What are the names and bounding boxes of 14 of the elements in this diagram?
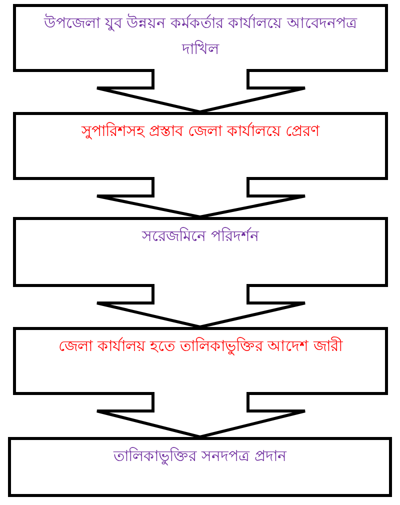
step-text: সুপারিশসহ প্রস্তাব জেলা কার্যালয়ে প্রেরণ — [81, 121, 320, 142]
process-box — [13, 112, 388, 180]
block-arrow — [96, 68, 306, 114]
process-box — [8, 437, 392, 497]
block-arrow — [96, 176, 306, 219]
process-box — [13, 4, 388, 72]
step-text: সরেজমিনে পরিদর্শন — [142, 226, 259, 247]
step-text: জেলা কার্যালয় হতে তালিকাভুক্তির আদেশ জারী — [58, 336, 342, 358]
block-arrow — [96, 282, 306, 329]
process-box — [13, 327, 388, 395]
block-arrow — [96, 390, 306, 439]
process-box — [13, 217, 388, 287]
step-text: উপজেলা যুব উন্নয়ন কর্মকর্তার কার্যালয়ে আবেদনপত্র দাখিল — [42, 12, 358, 60]
step-text: তালিকাভুক্তির সনদপত্র প্রদান — [114, 446, 286, 468]
